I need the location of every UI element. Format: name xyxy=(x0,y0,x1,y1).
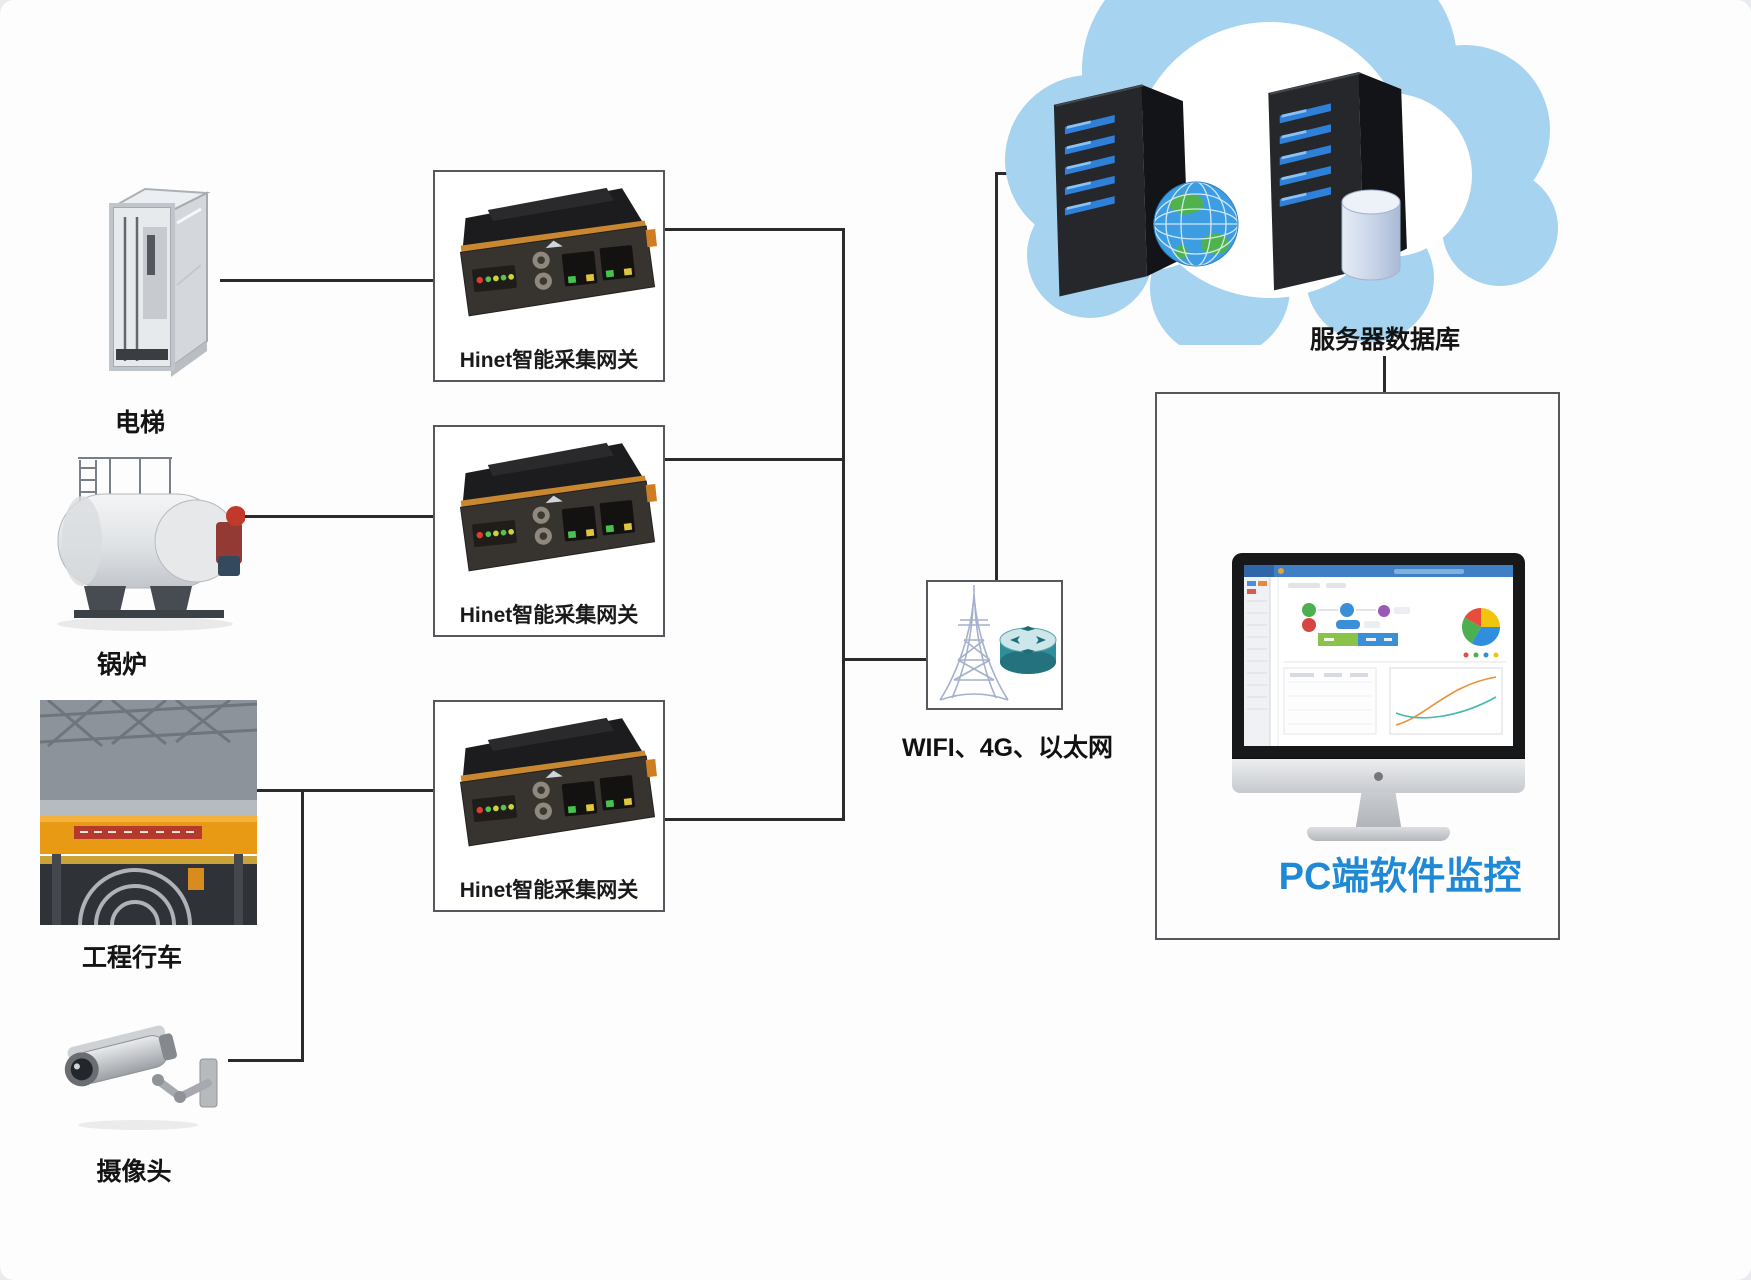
gateway-router-icon xyxy=(441,176,661,326)
gateway-box-3: Hinet智能采集网关 xyxy=(433,700,665,912)
pie-chart xyxy=(1461,607,1500,646)
router-disc-icon xyxy=(999,626,1057,674)
connector-gateway2-bus xyxy=(665,458,845,461)
device-photo-camera xyxy=(58,985,228,1135)
connector-bus-wifi xyxy=(842,658,928,661)
elevator-illustration xyxy=(109,187,211,377)
monitor-bezel xyxy=(1232,553,1525,758)
connector-gateway3-bus xyxy=(665,818,845,821)
connector-branch-camera-vertical xyxy=(301,789,304,1062)
connector-boiler-gateway2 xyxy=(245,515,433,518)
camera-illustration xyxy=(64,1025,218,1130)
database-cylinder-icon xyxy=(1341,189,1401,281)
network-node-label: WIFI、4G、以太网 xyxy=(901,734,1114,762)
connector-elevator-gateway1 xyxy=(220,279,433,282)
cloud-label: 服务器数据库 xyxy=(1309,326,1460,354)
connector-label-pcrect xyxy=(1383,356,1386,394)
network-node-illustration xyxy=(939,585,1057,701)
gateway-router-icon xyxy=(441,431,661,581)
network-node-box xyxy=(926,580,1063,710)
gateway-router-icon xyxy=(441,706,661,856)
gateway-label-3: Hinet智能采集网关 xyxy=(459,879,639,902)
desktop-monitor-icon xyxy=(1232,553,1525,843)
monitor-screen xyxy=(1244,565,1513,746)
device-photo-crane xyxy=(40,700,257,925)
connector-crane-gateway3 xyxy=(257,789,433,792)
monitor-base xyxy=(1307,827,1450,841)
device-label-boiler: 锅炉 xyxy=(96,651,147,679)
globe-icon xyxy=(1153,181,1239,267)
connector-wifi-cloud-vertical xyxy=(995,172,998,582)
connector-bus-vertical xyxy=(842,228,845,821)
device-label-camera: 摄像头 xyxy=(96,1158,172,1186)
boiler-illustration xyxy=(57,457,245,631)
device-label-elevator: 电梯 xyxy=(114,409,165,437)
gateway-box-1: Hinet智能采集网关 xyxy=(433,170,665,382)
device-label-crane: 工程行车 xyxy=(81,944,182,972)
device-photo-boiler xyxy=(50,448,245,633)
crane-illustration xyxy=(40,700,257,925)
monitor-chin xyxy=(1232,758,1525,793)
server-cluster xyxy=(1052,71,1408,298)
apple-logo-icon xyxy=(1374,771,1383,781)
connector-gateway1-bus xyxy=(665,228,845,231)
pc-monitoring-label: PC端软件监控 xyxy=(1278,856,1522,898)
radio-tower-icon xyxy=(939,585,1009,701)
gateway-label-1: Hinet智能采集网关 xyxy=(459,349,639,372)
pc-monitoring-box xyxy=(1155,392,1560,940)
gateway-box-2: Hinet智能采集网关 xyxy=(433,425,665,637)
gateway-label-2: Hinet智能采集网关 xyxy=(459,604,639,627)
server-tower-icon xyxy=(1052,83,1190,298)
dashboard-screenshot xyxy=(1244,565,1513,746)
connector-camera-branch xyxy=(228,1059,304,1062)
device-photo-elevator xyxy=(95,165,220,380)
monitor-stand xyxy=(1355,792,1402,832)
connector-wifi-cloud-hook xyxy=(995,172,1015,175)
